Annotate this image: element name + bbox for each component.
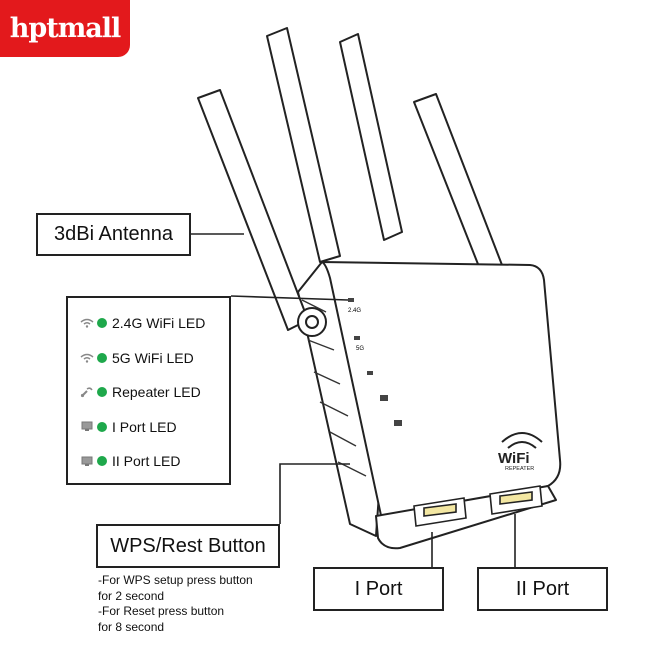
led-row-5g: 5G WiFi LED [80,341,229,376]
led-row-repeater: Repeater LED [80,375,229,410]
led-row-port-2: II Port LED [80,444,229,479]
wifi-icon [80,317,94,329]
led-label: II Port LED [112,453,181,470]
led-indicator [97,456,107,467]
led-label: Repeater LED [112,384,201,401]
leader-led [230,295,349,301]
wps-note-line: -For Reset press button [98,604,225,618]
monitor-icon [80,455,94,467]
wps-instructions: -For WPS setup press button for 2 second… [98,573,298,635]
led-indicator [97,352,107,363]
led-label: 2.4G WiFi LED [112,315,206,332]
led-label: 5G WiFi LED [112,349,194,366]
wps-note-line: -For WPS setup press button [98,573,253,587]
wps-note-line: for 8 second [98,619,165,634]
wifi-logo [501,432,543,449]
led-indicator [97,421,107,432]
face-label-5: 5G [356,346,364,352]
ethernet-port-1 [413,497,467,527]
wifi-icon [80,352,94,364]
led-indicator [97,318,107,329]
callout-port-1: I Port [313,567,444,611]
led-row-24g: 2.4G WiFi LED [80,306,229,341]
callout-antenna: 3dBi Antenna [36,213,191,256]
callout-port-2: II Port [477,567,608,611]
led-indicator [97,387,107,398]
led-label: I Port LED [112,418,177,435]
callout-wps-button: WPS/Rest Button [96,524,280,568]
face-label-24: 2.4G [348,308,361,314]
wps-note-line: for 2 second [98,588,165,603]
ethernet-port-2 [489,485,543,515]
monitor-icon [80,421,94,433]
antenna-back-right [339,33,403,241]
repeater-icon [80,386,94,398]
leader-wps [279,463,350,524]
wifi-logo-subtext: REPEATER [505,466,534,472]
wifi-logo-text: WiFi [498,450,530,467]
antenna-back-left [266,27,341,263]
led-row-port-1: I Port LED [80,410,229,445]
led-legend: 2.4G WiFi LED 5G WiFi LED Repeater LED I… [66,296,231,485]
brand-logo: hptmall [0,0,130,57]
